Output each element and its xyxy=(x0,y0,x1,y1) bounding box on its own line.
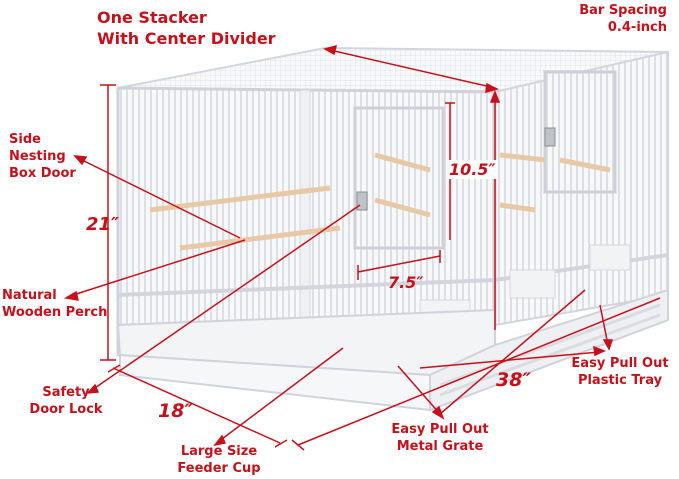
perch-line-1: Natural xyxy=(2,288,57,303)
door-lock-line-1: Safety xyxy=(42,385,90,400)
door-lock xyxy=(544,127,556,147)
depth-dimension: 18″ xyxy=(158,400,193,422)
side-nesting-line-2: Nesting xyxy=(9,149,66,164)
front-door-right xyxy=(543,70,617,194)
door-width-dimension: 7.5″ xyxy=(388,273,424,292)
center-divider xyxy=(299,89,311,336)
perch xyxy=(499,202,536,213)
height-dimension: 21″ xyxy=(86,214,120,235)
plastic-tray-callout: Easy Pull Out Plastic Tray xyxy=(568,355,672,389)
feeder-line-2: Feeder Cup xyxy=(177,461,261,476)
metal-grate-line-1: Easy Pull Out xyxy=(391,422,489,437)
bar-spacing-line-2: 0.4-inch xyxy=(607,20,667,35)
feeder-cup-callout: Large Size Feeder Cup xyxy=(176,443,262,477)
bar-spacing-line-1: Bar Spacing xyxy=(579,3,667,18)
width-dimension: 38″ xyxy=(496,369,531,391)
side-nesting-line-3: Box Door xyxy=(9,166,76,181)
door-lock-callout: Safety Door Lock xyxy=(28,384,104,418)
perch-line-2: Wooden Perch xyxy=(2,305,108,320)
feeder-cup xyxy=(589,244,631,271)
title-line-2: With Center Divider xyxy=(97,29,276,48)
perch xyxy=(374,197,431,218)
pull-out-tray xyxy=(119,353,431,412)
perch xyxy=(149,185,331,213)
feeder-line-1: Large Size xyxy=(180,444,258,459)
perch xyxy=(559,157,611,173)
metal-grate-callout: Easy Pull Out Metal Grate xyxy=(388,421,492,455)
title-line-1: One Stacker xyxy=(97,8,207,27)
front-door-left xyxy=(353,106,445,250)
feeder-cup xyxy=(509,269,556,299)
side-nesting-line-1: Side xyxy=(9,132,41,147)
perch xyxy=(179,225,341,251)
door-height-dimension: 10.5″ xyxy=(448,160,497,179)
title: One Stacker With Center Divider xyxy=(97,7,276,49)
perch xyxy=(499,152,546,163)
door-lock xyxy=(356,191,368,211)
plastic-tray-line-2: Plastic Tray xyxy=(577,373,663,388)
door-lock-line-2: Door Lock xyxy=(29,402,103,417)
perch-callout: Natural Wooden Perch xyxy=(2,287,107,321)
plastic-tray-line-1: Easy Pull Out xyxy=(571,356,669,371)
metal-grate-line-2: Metal Grate xyxy=(396,439,484,454)
side-nesting-callout: Side Nesting Box Door xyxy=(9,131,76,182)
perch xyxy=(374,152,431,173)
bar-spacing-label: Bar Spacing 0.4-inch xyxy=(579,2,667,36)
